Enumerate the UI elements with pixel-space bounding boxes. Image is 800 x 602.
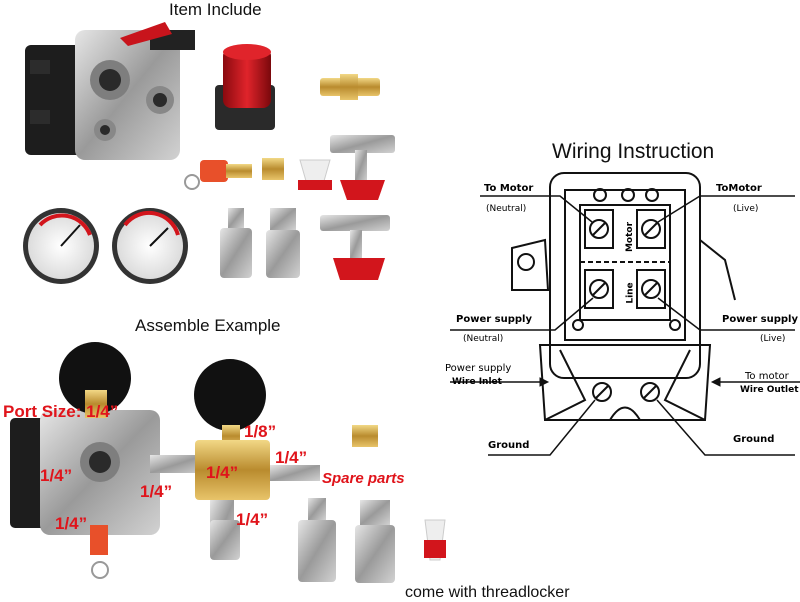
neutral-paren-label: (Neutral) (486, 204, 527, 214)
threadlocker-item (298, 159, 332, 190)
spare-parts-label: Spare parts (322, 470, 405, 487)
live-paren-label: (Live) (733, 204, 759, 214)
port-label-4: 1/4” (206, 463, 239, 482)
port-size-label: Port Size: 1/4” (3, 402, 119, 421)
drain-valve-item (330, 135, 395, 200)
regulator-item (215, 44, 275, 130)
terminal-line-label: Line (625, 282, 636, 304)
coupler-item-2 (266, 208, 300, 278)
wiring-diagram (450, 172, 800, 456)
power-supply-live-paren: (Live) (760, 334, 786, 344)
power-supply-neutral-label: Power supply (456, 314, 532, 325)
to-motor-live-label: ToMotor (716, 183, 762, 194)
to-motor-neutral-label: To Motor (484, 183, 534, 194)
port-label-5: 1/4” (275, 448, 308, 467)
gauge-item-2 (112, 208, 188, 284)
port-label-3: 1/4” (55, 514, 88, 533)
ground-right-label: Ground (733, 434, 775, 445)
ground-left-label: Ground (488, 440, 530, 451)
brass-nipple-item (320, 74, 380, 100)
wiring-instruction-title: Wiring Instruction (552, 140, 715, 163)
gauge-item-1 (23, 208, 99, 284)
terminal-motor-label: Motor (625, 221, 636, 253)
wire-outlet-label: Wire Outlet (740, 385, 799, 395)
port-label-1: 1/4” (40, 466, 73, 485)
pressure-switch-item (25, 22, 195, 160)
port-label-2: 1/4” (140, 482, 173, 501)
coupler-item-1 (220, 208, 252, 278)
port-label-6: 1/4” (236, 510, 269, 529)
wire-inlet-label: Wire Inlet (452, 377, 502, 387)
power-supply-inlet-label: Power supply (445, 363, 512, 374)
threadlocker-caption: come with threadlocker (405, 584, 570, 601)
assembly-illustration (10, 342, 320, 579)
assemble-example-title: Assemble Example (135, 316, 281, 335)
to-motor-outlet-label: To motor (745, 371, 789, 382)
spare-parts-illustration (298, 425, 446, 583)
items-include-title: Item Include (169, 0, 262, 19)
power-supply-live-label: Power supply (722, 314, 798, 325)
safety-valve-item (184, 160, 252, 190)
port-label-eighth: 1/8” (244, 422, 277, 441)
drain-valve-item-2 (320, 215, 390, 280)
power-supply-neutral-paren: (Neutral) (463, 334, 504, 344)
bushing-item (262, 158, 284, 180)
